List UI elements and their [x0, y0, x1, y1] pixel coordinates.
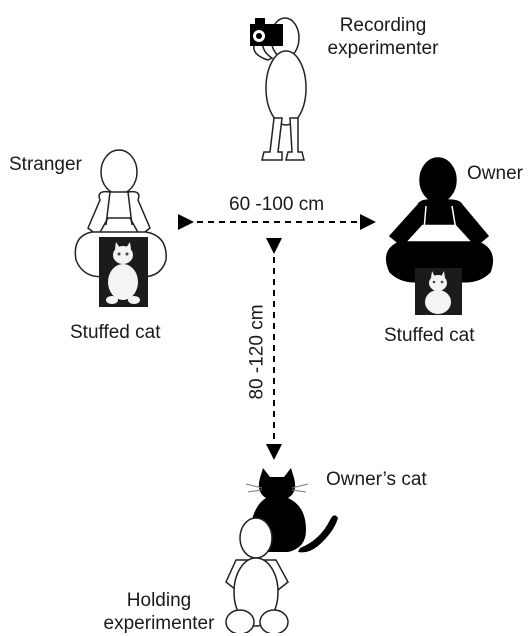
holding-experimenter-line1: Holding [95, 590, 223, 613]
vertical-distance-label: 80 -120 cm [247, 304, 270, 399]
stuffed-cat-left-label: Stuffed cat [70, 322, 161, 345]
stuffed-cat-photo-right [415, 268, 462, 315]
holding-experimenter-label: Holding experimenter [95, 590, 223, 636]
horizontal-distance-label: 60 -100 cm [229, 194, 324, 217]
recording-experimenter-label: Recording experimenter [321, 15, 445, 61]
stuffed-cat-photo-left [99, 237, 148, 307]
owner-label: Owner [467, 163, 523, 186]
holding-experimenter-line2: experimenter [95, 613, 223, 636]
recording-experimenter-line1: Recording [321, 15, 445, 38]
recording-experimenter-line2: experimenter [321, 38, 445, 61]
stranger-label: Stranger [9, 154, 82, 177]
owners-cat-label: Owner’s cat [326, 469, 427, 492]
stuffed-cat-right-label: Stuffed cat [384, 325, 475, 348]
